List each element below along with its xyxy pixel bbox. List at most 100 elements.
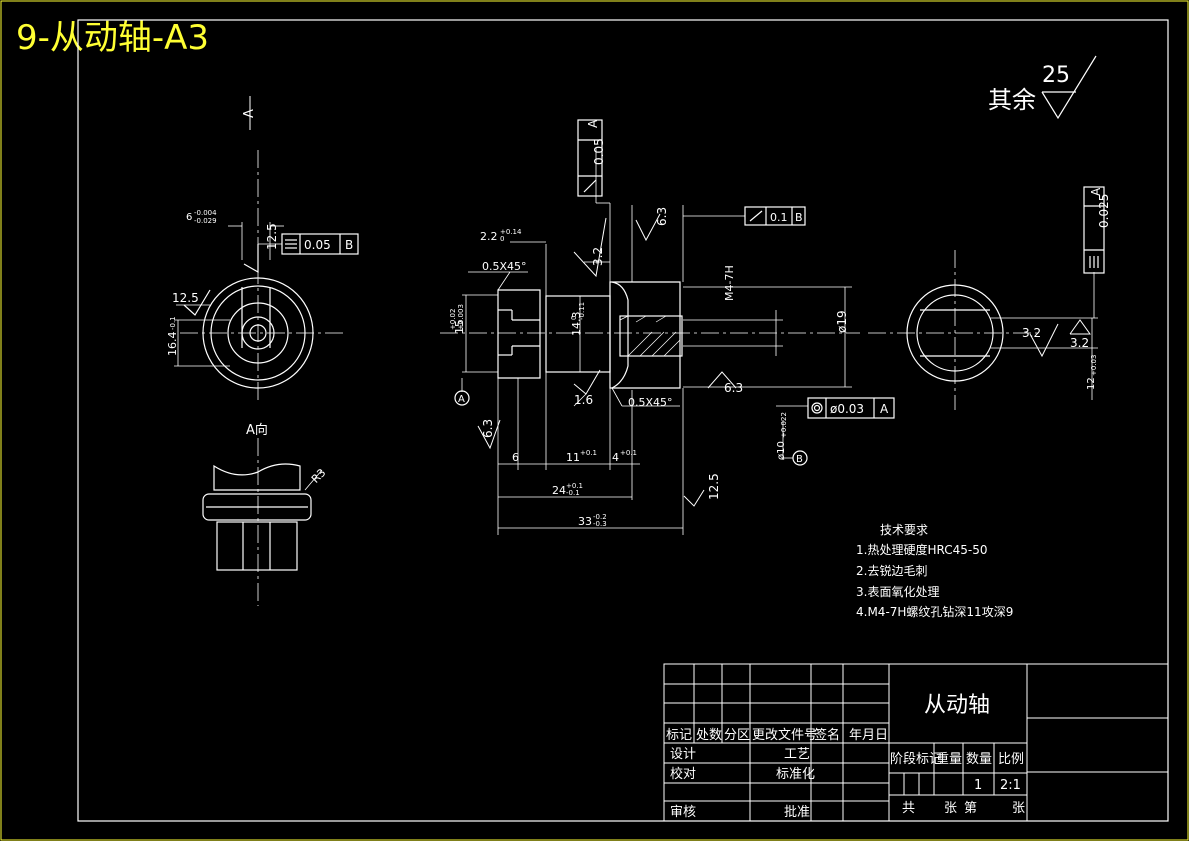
dim-16-4: 16.4	[166, 332, 179, 357]
tech-requirements: 技术要求 1.热处理硬度HRC45-50 2.去锐边毛刺 3.表面氧化处理 4.…	[856, 523, 1013, 619]
tb-zone-label: 分区	[724, 728, 750, 743]
dia-15: 15	[453, 320, 466, 334]
tb-sheets-total: 共	[902, 801, 915, 816]
right-view-annotations: 0.025 A 3.2 3.2 12 +0.03	[1022, 187, 1111, 390]
tech-req-item: 2.去锐边毛刺	[856, 564, 927, 578]
rough-6-3-left: 6.3	[481, 419, 495, 438]
tb-doc-label: 更改文件号	[752, 728, 817, 743]
len-24-tol-lower: -0.1	[566, 489, 580, 497]
left-end-view: A 6 -0.004 -0.029 0.05 B 12.5 12.5 16.	[166, 96, 359, 400]
dia-10: ø10	[776, 441, 787, 460]
right-dim-12-tol: +0.03	[1090, 355, 1098, 376]
tech-req-item: 4.M4-7H螺纹孔钻深11攻深9	[856, 604, 1013, 619]
dia-14-3-tol-upper: 0	[570, 316, 578, 320]
tb-quantity: 数量	[966, 752, 992, 767]
drawing-title: 9-从动轴-A3	[16, 18, 210, 58]
part-name: 从动轴	[924, 693, 990, 718]
tb-date-label: 年月日	[849, 728, 888, 743]
tb-designer: 设计	[670, 747, 696, 762]
dia-19: ø19	[835, 310, 849, 333]
dim-width-tol-upper: -0.004	[194, 209, 217, 217]
rough-12-5-main: 12.5	[707, 473, 721, 500]
tb-weight: 重量	[936, 751, 962, 767]
tech-req-item: 3.表面氧化处理	[856, 585, 939, 599]
dim-width-tol-lower: -0.029	[194, 217, 217, 225]
tech-req-item: 1.热处理硬度HRC45-50	[856, 542, 987, 557]
tb-sheet-unit: 张	[1012, 801, 1025, 816]
tb-process: 工艺	[784, 747, 810, 762]
tb-scale: 比例	[998, 752, 1024, 767]
tb-sign-label: 签名	[814, 727, 840, 743]
fillet-r3: R3	[309, 466, 329, 486]
datum-b-marker: B	[796, 454, 803, 465]
rough-6-3-top: 6.3	[655, 207, 669, 226]
len-11: 11	[566, 451, 580, 464]
thread-spec: M4-7H	[723, 265, 736, 301]
tb-checker: 校对	[670, 766, 696, 782]
tb-approve: 批准	[784, 805, 810, 820]
len-4: 4	[612, 451, 619, 464]
tb-sheet-no: 第	[964, 801, 977, 816]
right-symmetry-tol: 0.025	[1097, 194, 1111, 228]
coaxial-datum: A	[880, 402, 889, 416]
inner-border	[77, 19, 1169, 822]
dim-16-4-tol: -0.1	[169, 316, 177, 330]
coaxial-tol: ø0.03	[830, 402, 864, 416]
tb-standard: 标准化	[776, 767, 815, 782]
title-block	[663, 663, 1169, 822]
len-11-tol: +0.1	[580, 449, 597, 457]
rough-left-top: 12.5	[265, 223, 279, 250]
len-33-tol-upper: -0.2	[593, 513, 607, 521]
len-33: 33	[578, 515, 592, 528]
roughness-prefix: 其余	[988, 86, 1036, 114]
main-shaft-view	[440, 119, 895, 535]
tb-quantity-value: 1	[974, 778, 982, 793]
tb-stage-mark: 阶段标记	[890, 752, 942, 767]
len-4-tol: +0.1	[620, 449, 637, 457]
symmetry-tolerance: 0.05	[304, 238, 331, 252]
title-block-text: 从动轴 标记 处数 分区 更改文件号 签名 年月日 设计 校对 审核 工艺 标准…	[666, 693, 1025, 820]
tb-scale-value: 2:1	[1000, 778, 1021, 793]
datum-a-marker: A	[458, 394, 465, 405]
runout-datum-b: B	[795, 211, 803, 224]
len-33-tol-lower: -0.3	[593, 520, 607, 528]
len-24-tol: +0.1	[566, 482, 583, 490]
tb-mark-label: 标记	[666, 728, 692, 743]
tb-sheets-unit: 张	[944, 801, 957, 816]
len-24: 24	[552, 484, 566, 497]
view-a-caption: A向	[246, 422, 268, 438]
a-direction-view: R3	[202, 438, 329, 606]
main-view-annotations: 2.2 +0.14 0 0.5X45° 0.5X45° 0.05 A 0.1 B…	[449, 119, 889, 528]
chamfer-right: 0.5X45°	[628, 396, 673, 409]
tb-reviewer: 审核	[670, 805, 696, 820]
tech-req-heading: 技术要求	[880, 523, 928, 537]
dia-14-3-tol-lower: -0.11	[578, 302, 586, 320]
runout-tol-b: 0.1	[770, 211, 788, 224]
rough-1-6: 1.6	[574, 393, 593, 407]
right-rough-a: 3.2	[1022, 326, 1041, 340]
view-a-label: A	[242, 109, 257, 118]
default-roughness: 其余 25	[988, 55, 1097, 120]
right-rough-b: 3.2	[1070, 336, 1089, 350]
right-dim-12: 12	[1086, 377, 1097, 390]
dim-2-2: 2.2	[480, 230, 498, 243]
dim-2-2-tol-lower: 0	[500, 235, 504, 243]
roughness-value: 25	[1042, 63, 1070, 88]
dim-width-6: 6	[186, 212, 192, 223]
rough-6-3-mid: 6.3	[724, 381, 743, 395]
len-6: 6	[512, 451, 519, 464]
right-end-view	[868, 186, 1105, 410]
symmetry-datum: B	[345, 238, 353, 252]
rough-3-2: 3.2	[591, 247, 605, 266]
dia-15-tol-lower: +0.003	[457, 304, 465, 330]
dia-15-tol-upper: +0.02	[449, 309, 457, 330]
rough-left-side: 12.5	[172, 291, 199, 305]
runout-datum-a: A	[586, 119, 600, 128]
chamfer-left: 0.5X45°	[482, 260, 527, 273]
dia-10-tol: +0.022	[780, 412, 788, 438]
dim-2-2-tol: +0.14	[500, 228, 522, 236]
dia-14-3: 14.3	[570, 312, 583, 337]
tb-count-label: 处数	[696, 728, 722, 743]
